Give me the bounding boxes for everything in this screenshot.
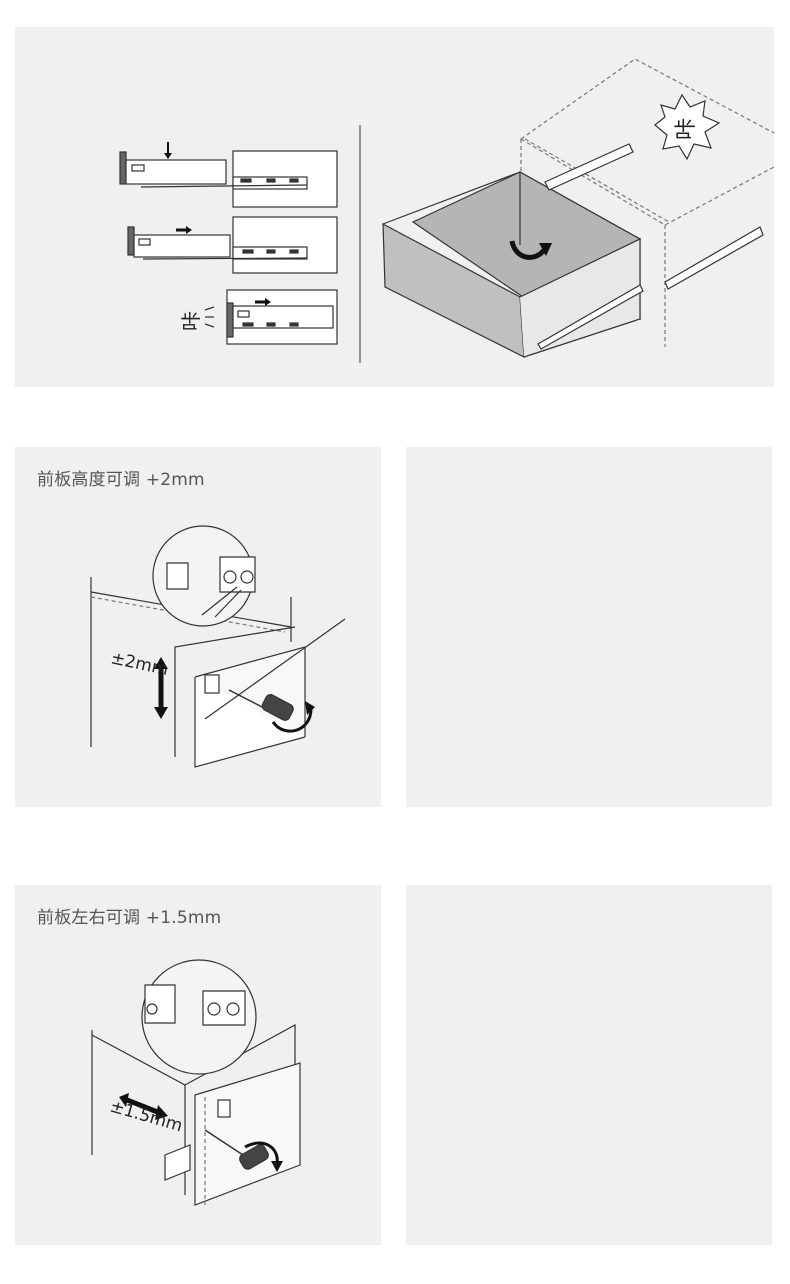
lateral-adjust-caption: 前板左右可调 +1.5mm bbox=[37, 908, 222, 928]
step-1-diagram bbox=[119, 150, 338, 208]
step-2-diagram bbox=[127, 216, 338, 274]
drawer-box bbox=[382, 170, 642, 359]
height-adjust-caption: 前板高度可调 +2mm bbox=[37, 470, 205, 490]
screwdriver-icon-2 bbox=[204, 1129, 283, 1172]
height-adjust-diagram: ±2mm bbox=[90, 525, 346, 768]
installation-diagram: 咔 咔 bbox=[119, 58, 775, 363]
click-sound-label-right: 咔 bbox=[674, 118, 699, 140]
blank-panel-mid bbox=[406, 447, 772, 807]
drawer-runner-left bbox=[537, 143, 644, 350]
step-3-diagram bbox=[204, 289, 338, 345]
drawer-runner-right bbox=[664, 226, 764, 290]
screwdriver-icon bbox=[228, 689, 315, 733]
click-burst-icon bbox=[654, 93, 721, 161]
lateral-adjust-panel: 前板左右可调 +1.5mm bbox=[15, 885, 381, 1245]
lateral-adjust-diagram: ±1.5mm bbox=[91, 959, 301, 1206]
installation-panel: 咔 咔 bbox=[15, 27, 775, 387]
rotate-arrow-icon bbox=[509, 240, 548, 260]
double-arrow-icon-2 bbox=[119, 1093, 168, 1120]
click-sound-label-left: 咔 bbox=[179, 311, 203, 331]
height-adjust-panel: 前板高度可调 +2mm bbox=[15, 447, 381, 807]
blank-panel-bottom bbox=[406, 885, 772, 1245]
double-arrow-icon bbox=[154, 657, 168, 719]
lateral-dimension-label: ±1.5mm bbox=[108, 1097, 185, 1137]
height-dimension-label: ±2mm bbox=[109, 648, 170, 680]
